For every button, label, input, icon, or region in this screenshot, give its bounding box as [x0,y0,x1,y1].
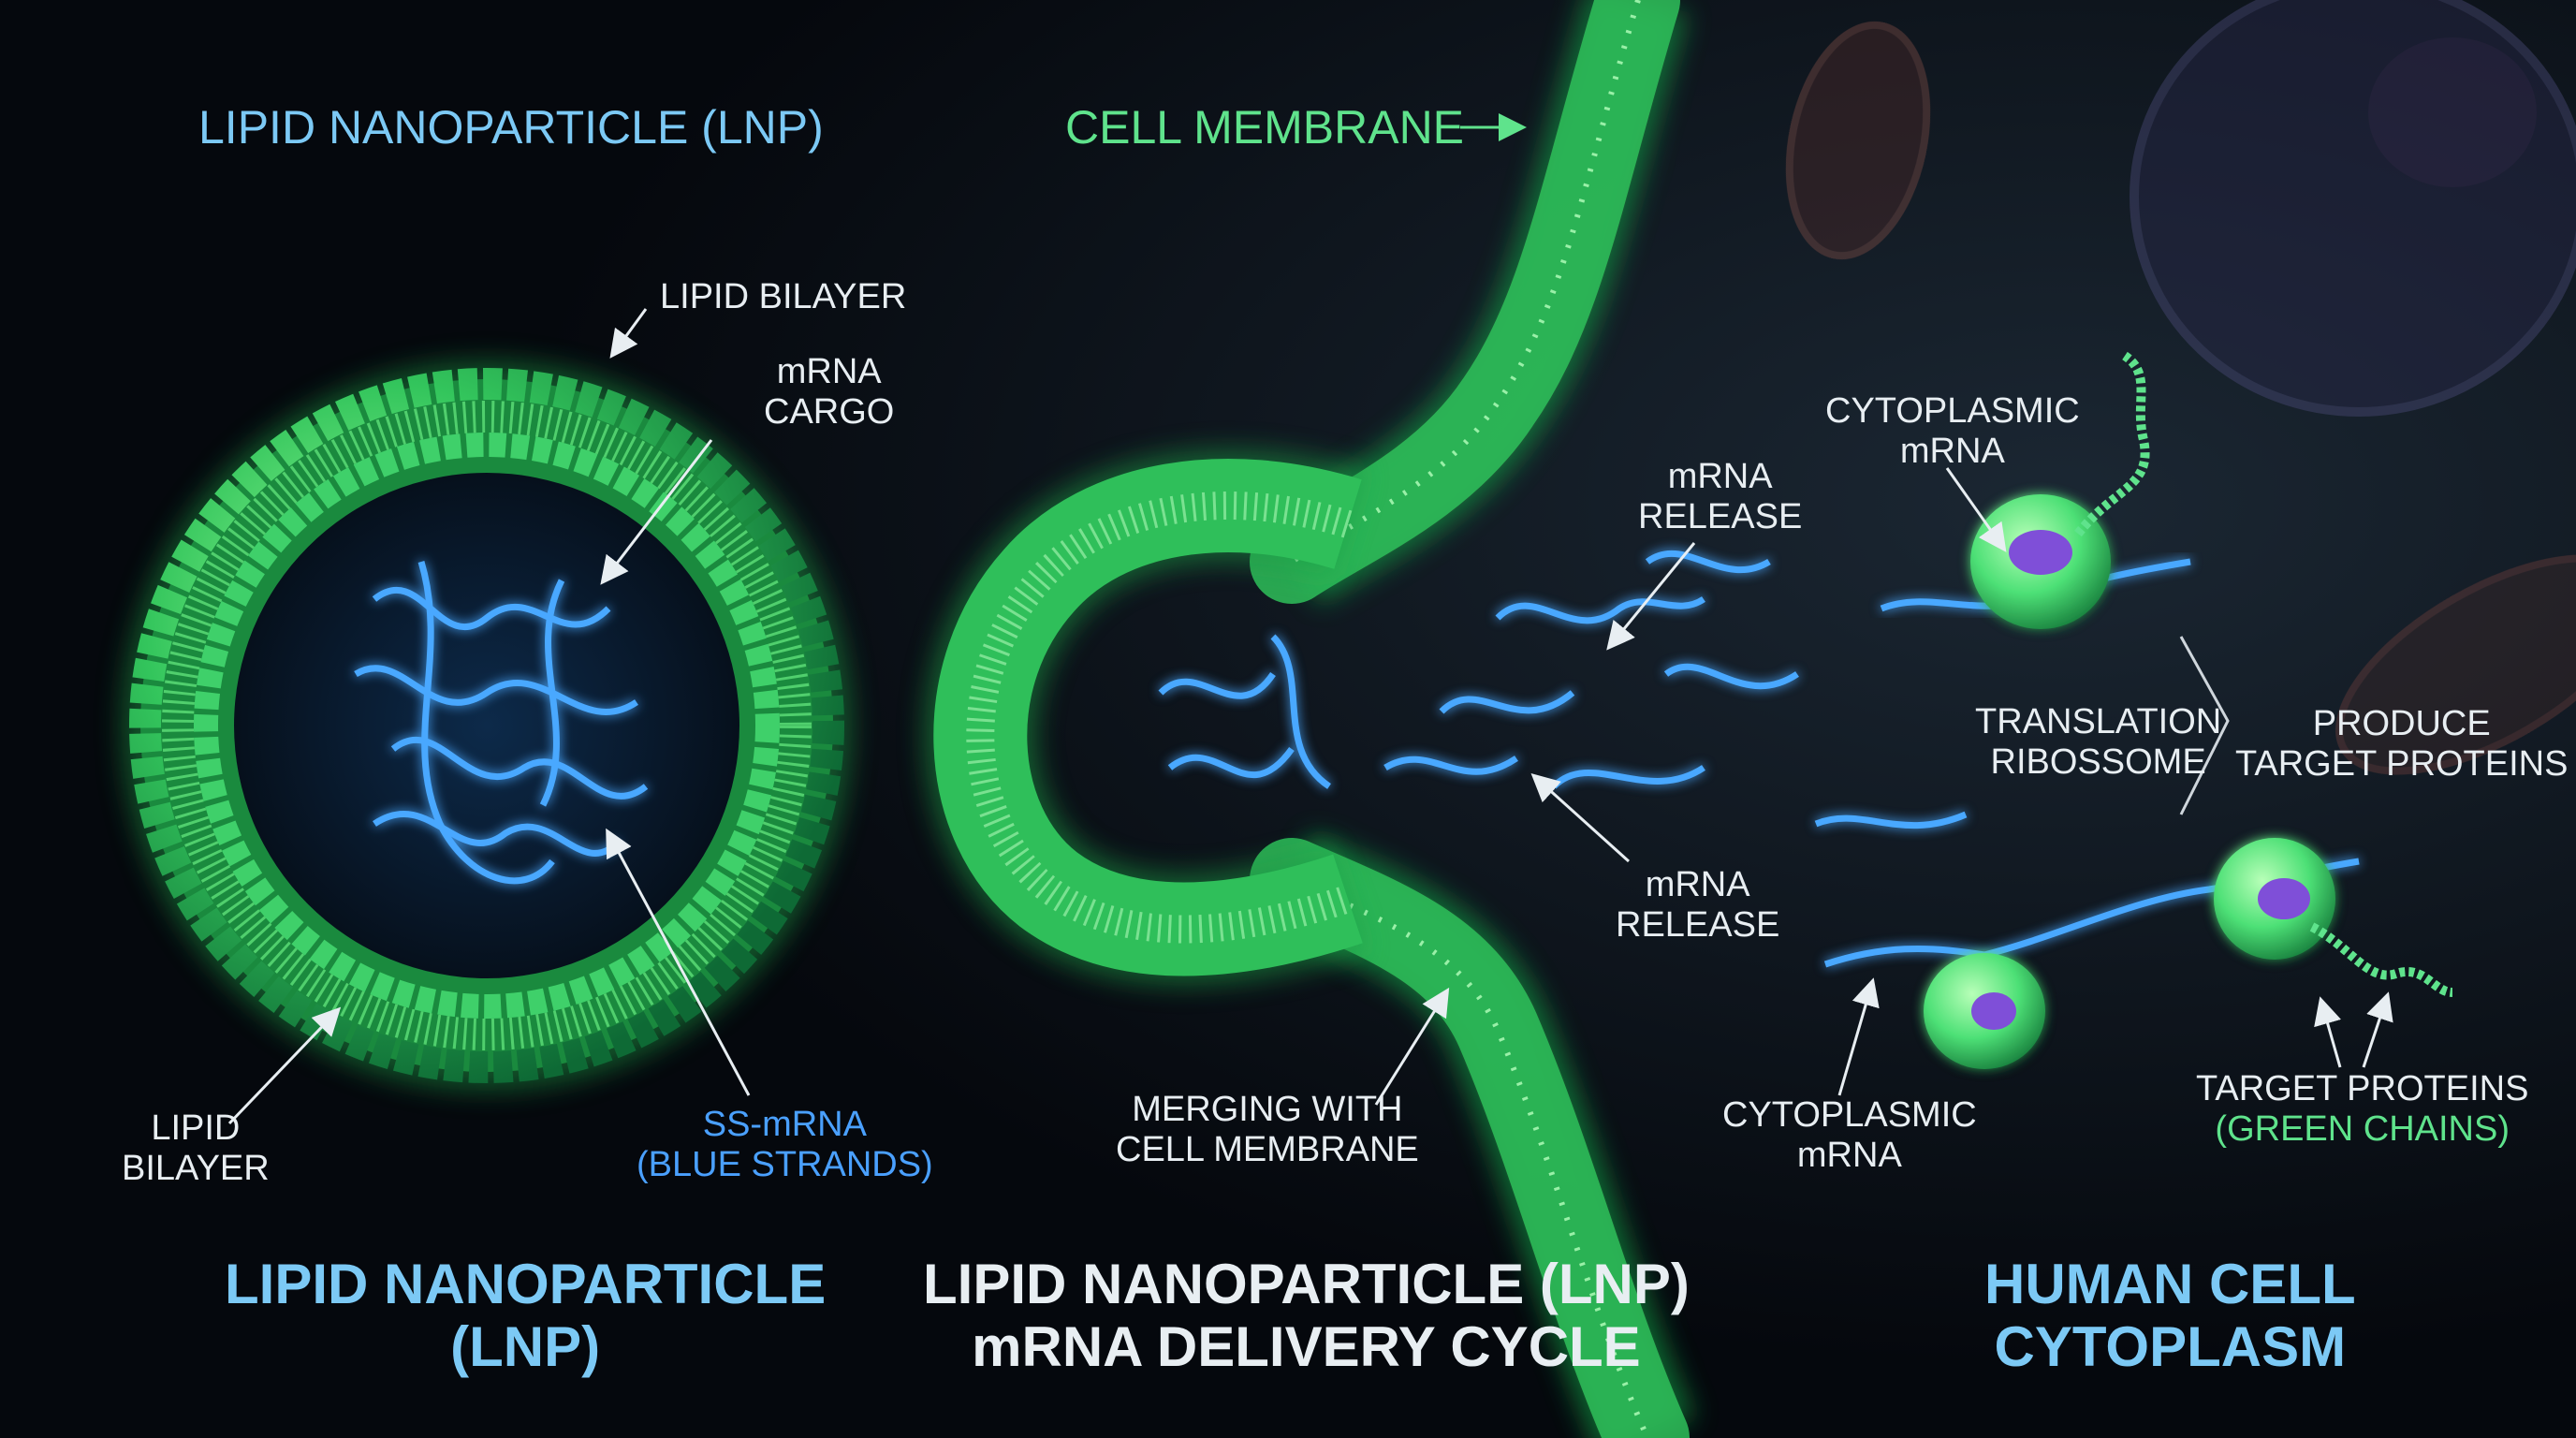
bottom-center-title: LIPID NANOPARTICLE (LNP)mRNA DELIVERY CY… [923,1253,1690,1379]
merging-lnp [924,449,1968,986]
annotation-arrows [227,113,2393,1125]
lipid-nanoparticle-left [122,360,852,1091]
ss-mrna-strands-left [354,560,649,885]
cell-membrane-label: CELL MEMBRANE [1065,101,1465,154]
cell-membrane [1250,0,1695,1438]
target-proteins-label: TARGET PROTEINS(GREEN CHAINS) [2196,1069,2529,1149]
lnp-top-title: LIPID NANOPARTICLE (LNP) [198,101,824,154]
protein-chain-bottom [2309,922,2453,997]
chevron [2179,636,2230,815]
ribosome-bottom-right [2214,838,2335,960]
lipid-bilayer-top-label: LIPID BILAYER [660,277,907,316]
bottom-left-title: LIPID NANOPARTICLE(LNP) [225,1253,827,1379]
ss-mrna-strands-middle [1158,550,1968,829]
protein-chain-top [2074,351,2150,537]
ss-mrna-label: SS-mRNA(BLUE STRANDS) [637,1105,933,1184]
background-organelles [1785,0,2576,775]
ribosome-bottom-left [1924,953,2045,1069]
